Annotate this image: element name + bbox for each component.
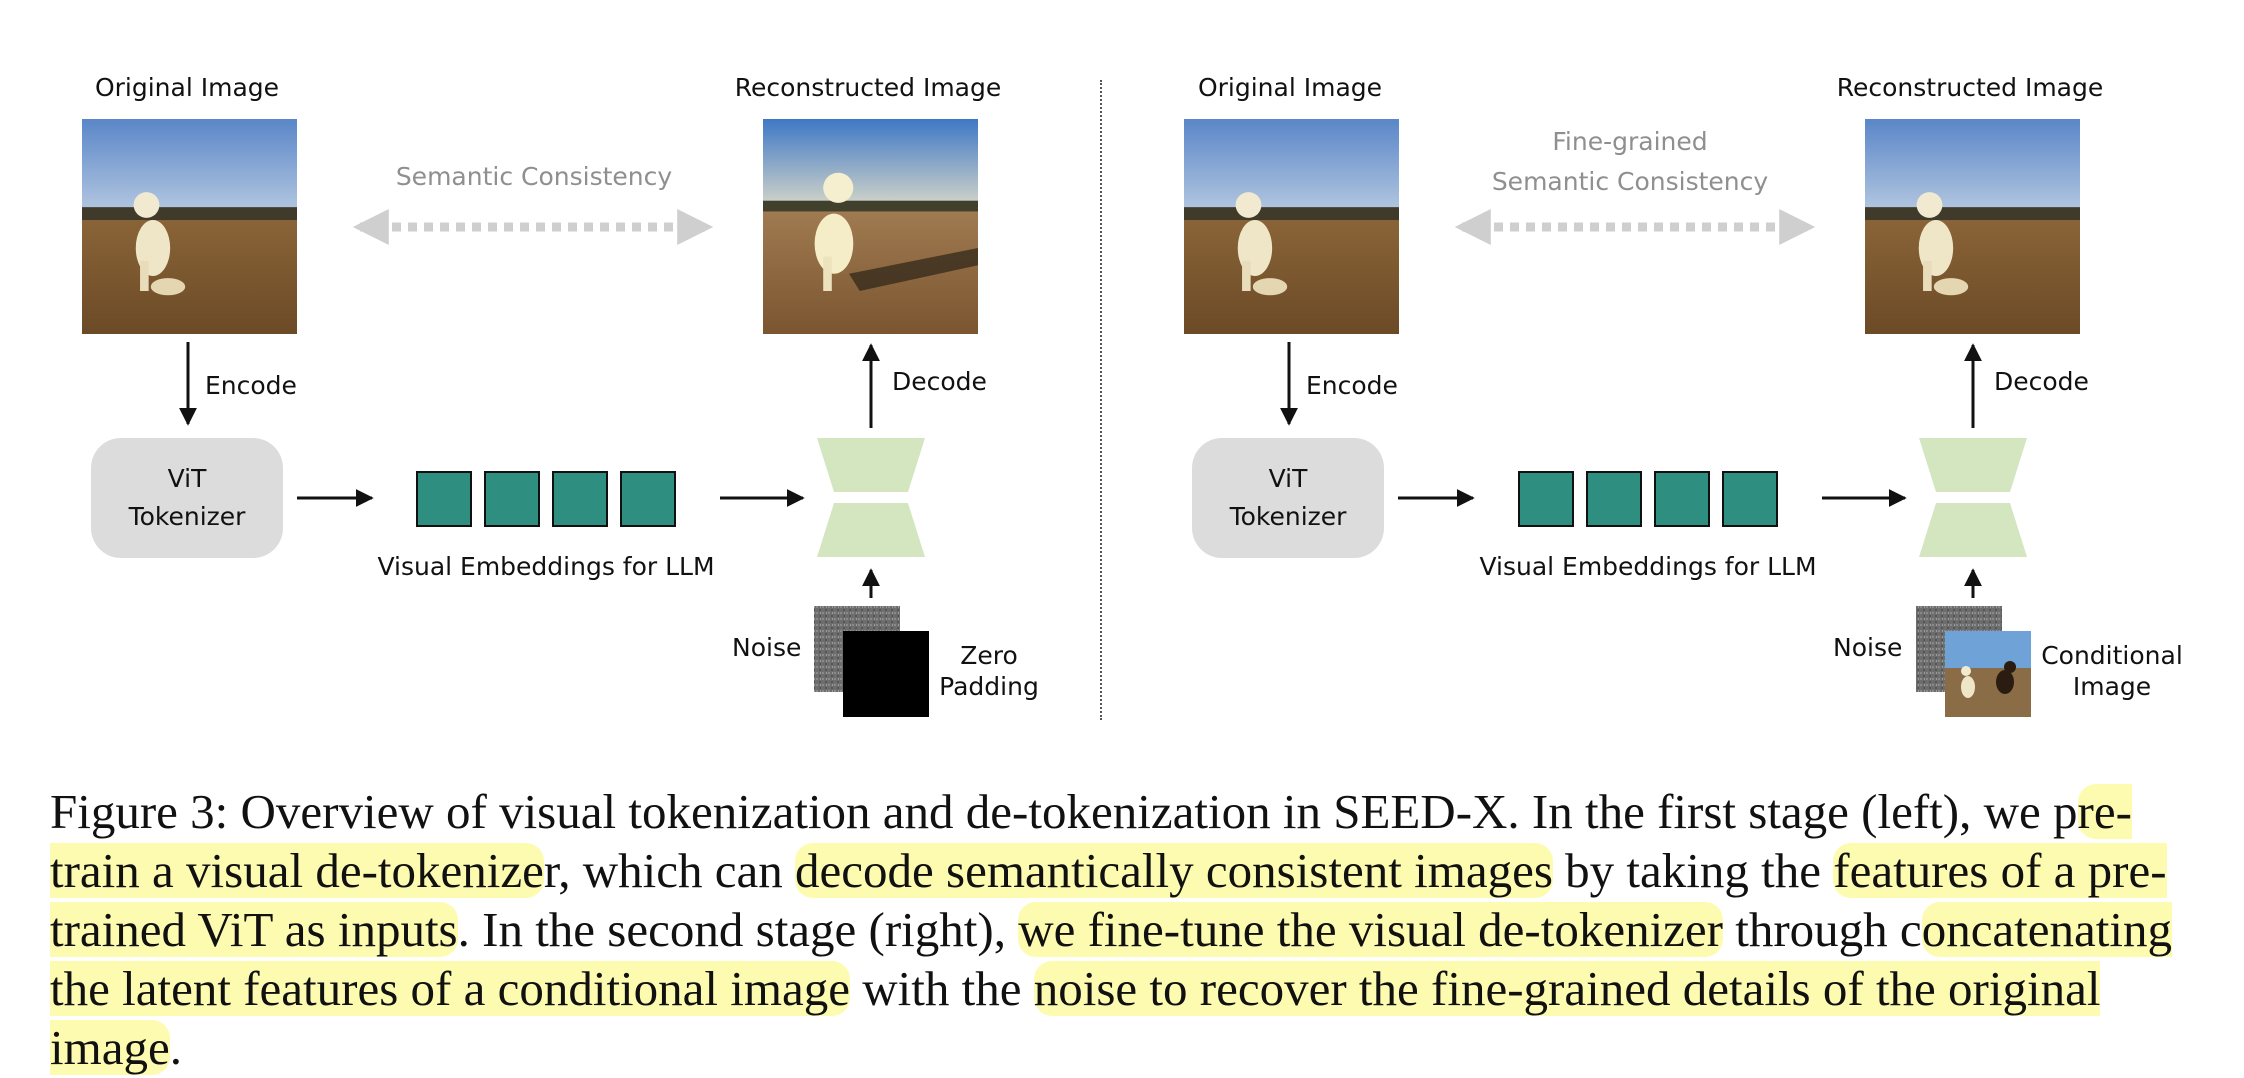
- left-reconstructed-label: Reconstructed Image: [734, 73, 1002, 102]
- left-reconstructed-image: [763, 119, 978, 334]
- left-padding-line2: Padding: [939, 672, 1039, 702]
- caption-text: r, which can: [543, 843, 795, 898]
- caption-text: with the: [850, 961, 1034, 1016]
- left-embedding-token-4: [620, 471, 676, 527]
- right-decode-label: Decode: [1994, 367, 2089, 396]
- left-decoder-top: [817, 438, 925, 492]
- left-tokenizer-line2: Tokenizer: [128, 502, 246, 531]
- right-decoder-bottom: [1919, 503, 2027, 557]
- caption-highlight: we fine-tune the visual de-tokenizer: [1018, 902, 1723, 957]
- right-embedding-token-2: [1586, 471, 1642, 527]
- left-encode-label: Encode: [205, 371, 297, 400]
- left-noise-label: Noise: [732, 633, 802, 662]
- right-embedding-token-1: [1518, 471, 1574, 527]
- right-reconstructed-label: Reconstructed Image: [1836, 73, 2104, 102]
- right-tokenizer-line1: ViT: [1268, 464, 1308, 493]
- panel-divider: [1100, 80, 1102, 720]
- right-embeddings-label: Visual Embeddings for LLM: [1479, 552, 1817, 581]
- right-consistency-line2: Semantic Consistency: [1491, 167, 1769, 196]
- left-decode-label: Decode: [892, 367, 987, 396]
- left-embeddings-label: Visual Embeddings for LLM: [377, 552, 715, 581]
- caption-text: through c: [1723, 902, 1922, 957]
- caption-text: Figure 3: Overview of visual tokenizatio…: [50, 784, 2078, 839]
- left-zero-padding-block: [843, 631, 929, 717]
- right-conditional-line2: Image: [2072, 672, 2152, 702]
- right-encode-label: Encode: [1306, 371, 1398, 400]
- right-embedding-token-3: [1654, 471, 1710, 527]
- right-conditional-line1: Conditional: [2041, 641, 2183, 670]
- figure-caption: Figure 3: Overview of visual tokenizatio…: [50, 782, 2190, 1077]
- right-reconstructed-image: [1865, 119, 2080, 334]
- left-embedding-token-3: [552, 471, 608, 527]
- left-vit-tokenizer: ViT Tokenizer: [91, 438, 283, 558]
- left-original-label: Original Image: [94, 73, 280, 102]
- right-original-image: [1184, 119, 1399, 334]
- left-consistency-label: Semantic Consistency: [395, 162, 673, 191]
- left-original-image: [82, 119, 297, 334]
- caption-text: by taking the: [1552, 843, 1834, 898]
- diagram-connectors: [179, 209, 2031, 717]
- left-embedding-token-2: [484, 471, 540, 527]
- caption-text: .: [169, 1020, 182, 1075]
- right-decoder-top: [1919, 438, 2027, 492]
- right-original-label: Original Image: [1197, 73, 1383, 102]
- left-tokenizer-line1: ViT: [167, 464, 207, 493]
- right-tokenizer-line2: Tokenizer: [1229, 502, 1347, 531]
- right-embedding-token-4: [1722, 471, 1778, 527]
- left-decoder-bottom: [817, 503, 925, 557]
- left-embedding-token-1: [416, 471, 472, 527]
- caption-highlight: decode semantically consistent images: [795, 843, 1553, 898]
- right-conditional-image-block: [1945, 631, 2031, 717]
- caption-text: . In the second stage (right),: [457, 902, 1019, 957]
- right-vit-tokenizer: ViT Tokenizer: [1192, 438, 1384, 558]
- right-consistency-line1: Fine-grained: [1552, 127, 1708, 156]
- left-padding-line1: Zero: [960, 641, 1018, 670]
- right-noise-label: Noise: [1833, 633, 1903, 662]
